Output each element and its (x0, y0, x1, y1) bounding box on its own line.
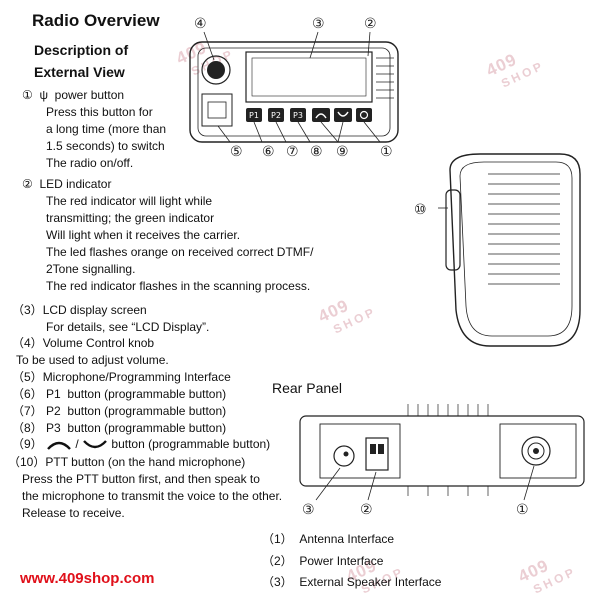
rear-panel-title: Rear Panel (272, 380, 343, 396)
item-led-indicator: ② LED indicator (22, 177, 112, 191)
up-arrow-icon (47, 441, 71, 450)
rear-item-antenna: （1） Antenna Interface (262, 532, 395, 546)
callout-7: ⑦ (286, 144, 299, 160)
item-description: For details, see “LCD Display”. (46, 320, 210, 334)
item-mic-interface: （5）Microphone/Programming Interface (12, 370, 231, 384)
power-key (356, 108, 372, 122)
section-subtitle: Description of (34, 42, 129, 58)
callout-1: ① (380, 144, 393, 160)
hand-microphone-diagram: ⑩ (414, 153, 581, 347)
antenna-connector (521, 436, 551, 466)
rear-callout-2: ② (360, 502, 373, 518)
callout-4: ④ (194, 16, 207, 32)
item-up-down-button: （9） / button (programmable button) (12, 437, 271, 451)
mic-programming-jack (201, 93, 233, 127)
up-key (312, 108, 330, 122)
callout-5: ⑤ (230, 144, 243, 160)
p2-key-label: P2 (271, 111, 281, 120)
rear-item-power: （2） Power Interface (262, 554, 384, 568)
radio-front-diagram: P1 P2 P3 ④ ③ ② ⑤ ⑥ ⑦ ⑧ ⑨ ① (189, 16, 399, 160)
ptt-button (445, 189, 461, 271)
callout-10: ⑩ (414, 202, 427, 218)
p3-key (290, 108, 306, 122)
volume-knob (201, 55, 231, 85)
p1-key (246, 108, 262, 122)
rear-callout-1: ① (516, 502, 529, 518)
shop-url-link[interactable]: www.409shop.com (20, 570, 155, 587)
p3-key-label: P3 (293, 111, 303, 120)
item-p3-button: （8） P3 button (programmable button) (12, 421, 227, 435)
lcd-screen (245, 51, 373, 103)
section-subtitle: External View (34, 64, 125, 80)
item-ptt-button: （10）PTT button (on the hand microphone) (8, 455, 246, 469)
item-volume-knob: （4）Volume Control knob (12, 336, 155, 350)
callout-6: ⑥ (262, 144, 275, 160)
callout-3: ③ (312, 16, 325, 32)
callout-8: ⑧ (310, 144, 323, 160)
item-lcd-display: （3）LCD display screen (12, 303, 147, 317)
speaker-jack (333, 445, 355, 467)
callout-9: ⑨ (336, 144, 349, 160)
rear-item-speaker: （3） External Speaker Interface (262, 575, 442, 589)
item-description: Press the PTT button first, and then spe… (22, 472, 283, 520)
p2-key (268, 108, 284, 122)
rear-panel-diagram: ③ ② ① (299, 404, 585, 518)
page-title: Radio Overview (32, 11, 160, 30)
item-description: The red indicator will light while trans… (46, 194, 314, 293)
power-connector (365, 437, 389, 471)
item-description: Press this button for a long time (more … (46, 105, 167, 170)
down-arrow-icon (83, 439, 107, 449)
power-icon: ψ (39, 88, 48, 102)
down-key (334, 108, 352, 122)
p1-key-label: P1 (249, 111, 259, 120)
item-p2-button: （7） P2 button (programmable button) (12, 404, 227, 418)
item-power-button: ① ψ power button (22, 88, 125, 102)
callout-2: ② (364, 16, 377, 32)
rear-callout-3: ③ (302, 502, 315, 518)
item-p1-button: （6） P1 button (programmable button) (12, 387, 227, 401)
item-description: To be used to adjust volume. (16, 353, 169, 367)
